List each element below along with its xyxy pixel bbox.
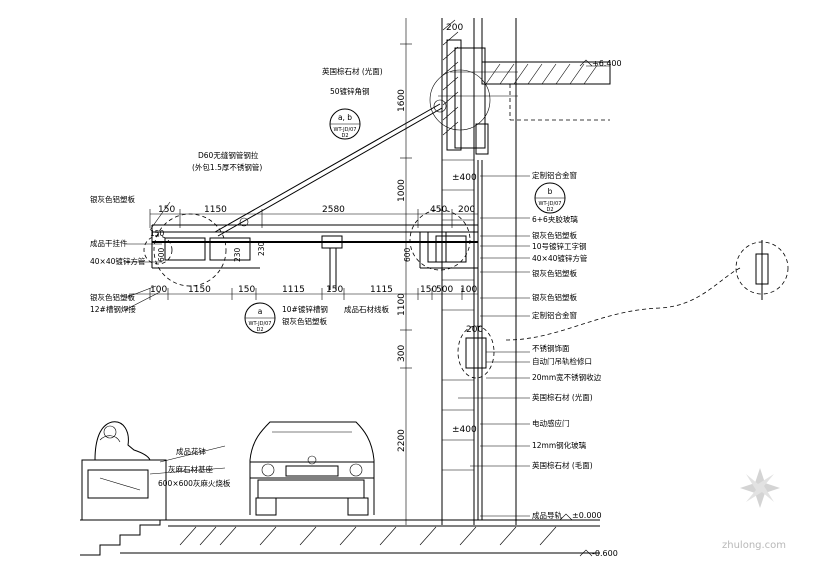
lion-statue xyxy=(81,421,167,521)
svg-text:定制铝合金窗: 定制铝合金窗 xyxy=(532,170,577,180)
svg-text:6+6夹胶玻璃: 6+6夹胶玻璃 xyxy=(532,214,578,224)
right-annotations: 英国棕石材 (光面) 50镀锌角钢 定制铝合金窗 6+6夹胶玻璃 银灰色铝塑板 … xyxy=(322,66,602,520)
svg-text:a: a xyxy=(258,307,263,316)
svg-text:1150: 1150 xyxy=(188,285,211,295)
svg-text:银灰色铝塑板: 银灰色铝塑板 xyxy=(282,316,327,326)
detail-bubble-ab: a, b WT-JD/07 D2 xyxy=(329,108,361,140)
svg-text:40×40镀锌方管: 40×40镀锌方管 xyxy=(90,256,146,266)
svg-text:450: 450 xyxy=(430,205,447,215)
svg-text:150: 150 xyxy=(150,229,165,238)
svg-text:100: 100 xyxy=(460,285,477,295)
svg-text:10#镀锌槽钢: 10#镀锌槽钢 xyxy=(282,304,328,314)
svg-text:WT-JD/07: WT-JD/07 xyxy=(539,201,562,207)
svg-text:12#槽钢焊接: 12#槽钢焊接 xyxy=(90,304,136,314)
detail-bubble-b: b WT-JD/07 D2 xyxy=(534,182,566,214)
svg-text:zhulong.com: zhulong.com xyxy=(722,540,786,551)
svg-text:D2: D2 xyxy=(546,207,553,213)
canopy-dimension-lines xyxy=(130,209,479,300)
svg-text:600×600灰麻火烧板: 600×600灰麻火烧板 xyxy=(158,478,231,488)
svg-text:a, b: a, b xyxy=(338,113,352,122)
svg-text:2580: 2580 xyxy=(322,205,345,215)
car-front xyxy=(249,421,375,516)
level-marks: +6.400 ±0.000 -0.600 xyxy=(559,59,622,558)
svg-text:300: 300 xyxy=(397,345,407,362)
svg-text:b: b xyxy=(548,187,553,196)
svg-text:英国棕石材 (毛面): 英国棕石材 (毛面) xyxy=(532,460,593,470)
remote-detail xyxy=(505,240,789,341)
svg-text:-0.600: -0.600 xyxy=(592,549,618,558)
svg-text:灰麻石材基座: 灰麻石材基座 xyxy=(168,464,213,474)
svg-text:1115: 1115 xyxy=(282,285,305,295)
svg-text:+6.400: +6.400 xyxy=(592,59,622,68)
svg-text:150: 150 xyxy=(158,205,175,215)
svg-text:20mm宽不锈钢收边: 20mm宽不锈钢收边 xyxy=(532,372,602,382)
svg-text:D60无缝钢管钢拉: D60无缝钢管钢拉 xyxy=(198,150,259,160)
svg-text:200: 200 xyxy=(458,205,475,215)
svg-text:10号镀锌工字钢: 10号镀锌工字钢 xyxy=(532,241,587,251)
svg-text:银灰色铝塑板: 银灰色铝塑板 xyxy=(90,292,135,302)
svg-text:150: 150 xyxy=(326,285,343,295)
vertical-dimension-line xyxy=(400,18,412,525)
svg-text:100: 100 xyxy=(150,285,167,295)
svg-text:银灰色铝塑板: 银灰色铝塑板 xyxy=(532,292,577,302)
svg-text:WT-JD/07: WT-JD/07 xyxy=(249,321,272,327)
svg-text:(外包1.5厚不锈钢管): (外包1.5厚不锈钢管) xyxy=(192,162,262,172)
svg-text:600: 600 xyxy=(157,247,166,262)
svg-text:自动门吊轨检修口: 自动门吊轨检修口 xyxy=(532,356,592,366)
svg-text:±400: ±400 xyxy=(452,425,477,435)
svg-text:200: 200 xyxy=(466,325,483,335)
svg-text:电动感应门: 电动感应门 xyxy=(532,418,570,428)
svg-text:银灰色铝塑板: 银灰色铝塑板 xyxy=(532,230,577,240)
svg-text:D2: D2 xyxy=(341,133,348,139)
svg-text:200: 200 xyxy=(446,23,463,33)
svg-text:500: 500 xyxy=(436,285,453,295)
watermark-logo: zhulong.com xyxy=(722,468,786,551)
svg-text:1150: 1150 xyxy=(204,205,227,215)
svg-text:D2: D2 xyxy=(256,327,263,333)
svg-text:1600: 1600 xyxy=(397,89,407,112)
svg-text:±0.000: ±0.000 xyxy=(572,511,602,520)
leader-lines xyxy=(124,71,530,517)
small-dimension-labels: 150 230 230 600 600 xyxy=(150,229,412,262)
entrance-canopy xyxy=(143,99,478,290)
svg-text:1100: 1100 xyxy=(397,293,407,316)
svg-text:2200: 2200 xyxy=(397,429,407,452)
detail-bubble-a: a WT-JD/07 D2 xyxy=(244,302,276,334)
svg-text:英国棕石材 (光面): 英国棕石材 (光面) xyxy=(322,66,383,76)
svg-text:WT-JD/07: WT-JD/07 xyxy=(334,127,357,133)
svg-text:150: 150 xyxy=(420,285,437,295)
svg-text:12mm钢化玻璃: 12mm钢化玻璃 xyxy=(532,440,587,450)
svg-text:40×40镀锌方管: 40×40镀锌方管 xyxy=(532,253,588,263)
svg-text:230: 230 xyxy=(233,247,242,262)
svg-text:±400: ±400 xyxy=(452,173,477,183)
svg-text:成品石材线板: 成品石材线板 xyxy=(344,304,389,314)
ground-line xyxy=(80,519,600,556)
svg-text:定制铝合金窗: 定制铝合金窗 xyxy=(532,310,577,320)
svg-text:成品花钵: 成品花钵 xyxy=(176,446,206,456)
svg-text:银灰色铝塑板: 银灰色铝塑板 xyxy=(532,268,577,278)
svg-text:英国棕石材 (光面): 英国棕石材 (光面) xyxy=(532,392,593,402)
svg-text:1000: 1000 xyxy=(397,179,407,202)
svg-text:50镀锌角钢: 50镀锌角钢 xyxy=(330,86,370,96)
ground-annotations: 成品花钵 灰麻石材基座 600×600灰麻火烧板 xyxy=(158,446,231,488)
left-annotations: D60无缝钢管钢拉 (外包1.5厚不锈钢管) 银灰色铝塑板 成品干挂件 40×4… xyxy=(90,150,389,326)
svg-text:成品干挂件: 成品干挂件 xyxy=(90,238,128,248)
bottom-dimension-texts: 100 1150 150 1115 150 1115 150 500 100 xyxy=(150,285,477,295)
svg-text:230: 230 xyxy=(257,241,266,256)
top-dimension-texts: 150 1150 2580 450 200 xyxy=(158,205,475,215)
building-wall xyxy=(429,18,611,525)
svg-text:不锈钢饰面: 不锈钢饰面 xyxy=(532,343,570,353)
svg-text:成品导轨: 成品导轨 xyxy=(532,510,562,520)
svg-text:银灰色铝塑板: 银灰色铝塑板 xyxy=(90,194,135,204)
svg-text:600: 600 xyxy=(403,247,412,262)
svg-text:1115: 1115 xyxy=(370,285,393,295)
vertical-dimension-texts: 200 1600 1000 1100 300 2200 ±400 ±400 20… xyxy=(397,23,483,452)
svg-text:150: 150 xyxy=(238,285,255,295)
